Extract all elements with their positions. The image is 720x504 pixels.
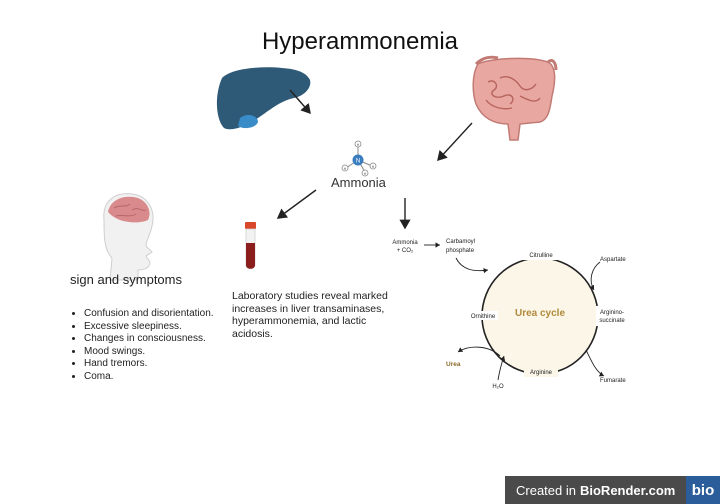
intestine-icon	[472, 55, 558, 141]
urea-cycle-label: Urea cycle	[515, 308, 565, 319]
svg-text:Citrulline: Citrulline	[529, 253, 553, 259]
svg-text:Aspartate: Aspartate	[600, 257, 626, 263]
biorender-logo-icon: bio	[686, 476, 720, 504]
svg-text:phosphate: phosphate	[446, 248, 475, 254]
head-brain-icon	[103, 193, 154, 281]
list-item: Coma.	[84, 371, 234, 384]
footer-prefix: Created in	[516, 482, 576, 498]
liver-icon	[216, 67, 311, 130]
page-title: Hyperammonemia	[261, 28, 459, 55]
urea-product-label: Urea	[446, 361, 461, 368]
ammonia-molecule-icon: N H H H H	[341, 140, 377, 177]
list-item: Changes in consciousness.	[84, 333, 234, 346]
svg-text:succinate: succinate	[599, 318, 625, 324]
list-item: Mood swings.	[84, 346, 234, 359]
svg-text:Ammonia: Ammonia	[392, 240, 418, 246]
svg-text:Arginine: Arginine	[530, 370, 553, 376]
blood-tube-icon	[245, 222, 256, 270]
signs-title: sign and symptoms	[70, 272, 182, 287]
ammonia-label: Ammonia	[331, 175, 386, 190]
liver-to-ammonia-arrow	[289, 89, 311, 115]
svg-text:H: H	[372, 165, 375, 169]
svg-text:+ CO₂: + CO₂	[397, 248, 414, 254]
svg-text:Ornithine: Ornithine	[471, 314, 496, 320]
svg-text:H: H	[357, 143, 360, 147]
svg-text:Carbamoyl: Carbamoyl	[446, 239, 475, 245]
intestine-to-ammonia-arrow	[437, 122, 473, 162]
list-item: Hand tremors.	[84, 358, 234, 371]
svg-text:H: H	[364, 172, 367, 176]
lab-findings-text: Laboratory studies reveal marked increas…	[232, 290, 388, 340]
svg-text:Fumarate: Fumarate	[600, 378, 626, 384]
svg-text:H₂O: H₂O	[492, 384, 504, 390]
svg-text:Arginino-: Arginino-	[600, 310, 624, 316]
list-item: Excessive sleepiness.	[84, 321, 234, 334]
biorender-footer-link[interactable]: Created in BioRender.com bio	[505, 476, 720, 504]
symptom-list: Confusion and disorientation. Excessive …	[70, 308, 234, 383]
urea-cycle-diagram: Urea cycle Ammonia + CO₂ Carbamoyl phosp…	[392, 239, 628, 390]
svg-text:H: H	[344, 167, 347, 171]
list-item: Confusion and disorientation.	[84, 308, 234, 321]
footer-brand: BioRender.com	[579, 482, 676, 498]
ammonia-to-lab-arrow	[276, 189, 317, 219]
atom-n-label: N	[356, 159, 360, 165]
